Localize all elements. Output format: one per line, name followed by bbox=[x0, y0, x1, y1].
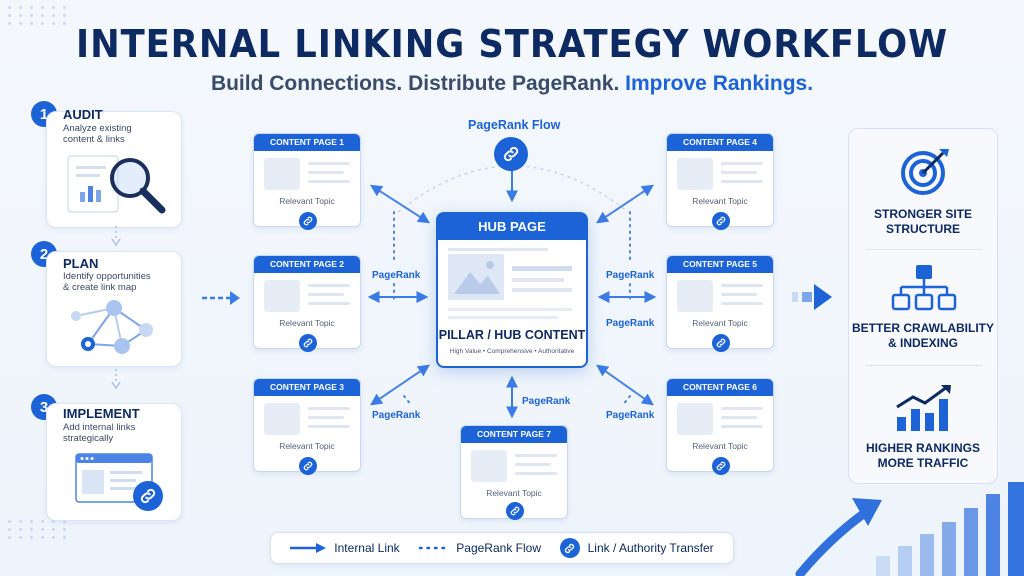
page-title: INTERNAL LINKING STRATEGY WORKFLOW bbox=[75, 22, 949, 66]
content-page-1[interactable]: CONTENT PAGE 1 Relevant Topic bbox=[253, 133, 361, 230]
step-3-desc-1: Add internal links bbox=[63, 422, 136, 433]
benefit-2-line2: & INDEXING bbox=[887, 336, 958, 350]
benefit-3-line2: MORE TRAFFIC bbox=[877, 456, 969, 470]
content-page-7-topic: Relevant Topic bbox=[486, 488, 542, 498]
hub-page-card[interactable]: HUB PAGE PILLAR / HUB CONTENT High Value… bbox=[436, 212, 588, 368]
step-1-desc-2: content & links bbox=[63, 134, 125, 145]
pagerank-label-right-mid: PageRank bbox=[606, 318, 655, 329]
step-1-desc-1: Analyze existing bbox=[63, 123, 132, 134]
link-icon bbox=[559, 538, 580, 558]
arrow-to-hub bbox=[202, 291, 240, 305]
link-icon bbox=[299, 334, 317, 352]
legend-pagerank-flow-label: PageRank Flow bbox=[456, 541, 541, 555]
hub-image-placeholder-icon bbox=[448, 248, 572, 319]
content-page-4-topic: Relevant Topic bbox=[692, 196, 748, 206]
dotted-line-icon bbox=[419, 546, 449, 550]
link-map-icon bbox=[71, 300, 153, 354]
benefits-panel: STRONGER SITE STRUCTURE BETTER CRAWLABIL… bbox=[848, 128, 998, 484]
arrow-to-benefits bbox=[792, 284, 832, 310]
legend-pagerank-flow: PageRank Flow bbox=[418, 541, 541, 555]
content-page-6[interactable]: CONTENT PAGE 6 Relevant Topic bbox=[666, 378, 774, 475]
page-subtitle: Build Connections. Distribute PageRank. … bbox=[0, 72, 1024, 96]
hub-content-desc: High Value • Comprehensive • Authoritati… bbox=[449, 348, 575, 355]
step-connector-2 bbox=[111, 369, 121, 390]
content-page-2-topic: Relevant Topic bbox=[279, 318, 335, 328]
target-icon bbox=[901, 149, 949, 195]
step-1-title: AUDIT bbox=[63, 107, 103, 122]
browser-link-icon bbox=[75, 453, 163, 511]
step-2-title: PLAN bbox=[63, 256, 99, 271]
pagerank-flow-link-icon bbox=[494, 137, 528, 171]
link-icon bbox=[299, 212, 317, 230]
link-icon bbox=[712, 212, 730, 230]
content-page-5[interactable]: CONTENT PAGE 5 Relevant Topic bbox=[666, 255, 774, 352]
content-page-1-title: CONTENT PAGE 1 bbox=[254, 134, 360, 151]
content-page-7-title: CONTENT PAGE 7 bbox=[461, 426, 567, 443]
legend-internal-link-label: Internal Link bbox=[334, 541, 400, 555]
step-3-desc-2: strategically bbox=[63, 433, 114, 444]
link-icon bbox=[299, 457, 317, 475]
decorative-dots-top-left bbox=[8, 6, 69, 25]
decorative-dots-bottom-left bbox=[8, 520, 69, 539]
pagerank-label-left-mid: PageRank bbox=[372, 270, 421, 281]
benefit-1-line1: STRONGER SITE bbox=[873, 207, 972, 221]
content-page-1-topic: Relevant Topic bbox=[279, 196, 335, 206]
content-page-6-title: CONTENT PAGE 6 bbox=[667, 379, 773, 396]
content-page-5-topic: Relevant Topic bbox=[692, 318, 748, 328]
content-page-6-topic: Relevant Topic bbox=[692, 441, 748, 451]
benefit-3-line1: HIGHER RANKINGS bbox=[865, 441, 980, 455]
image-placeholder-icon bbox=[264, 403, 300, 435]
pagerank-label-hub-bottom: PageRank bbox=[522, 396, 571, 407]
image-placeholder-icon bbox=[677, 280, 713, 312]
step-2-desc-1: Identify opportunities bbox=[63, 271, 151, 282]
benefit-2-line1: BETTER CRAWLABILITY bbox=[852, 321, 994, 335]
step-connector-1 bbox=[111, 226, 121, 247]
hub-content-title: PILLAR / HUB CONTENT bbox=[438, 328, 586, 342]
pagerank-label-left-bottom: PageRank bbox=[372, 410, 421, 421]
decorative-growth-arrow-icon bbox=[795, 482, 1024, 576]
content-page-2-title: CONTENT PAGE 2 bbox=[254, 256, 360, 273]
legend-link-transfer-label: Link / Authority Transfer bbox=[587, 541, 714, 555]
solid-arrow-icon bbox=[290, 543, 327, 553]
link-icon bbox=[506, 502, 524, 520]
content-page-2[interactable]: CONTENT PAGE 2 Relevant Topic bbox=[253, 255, 361, 352]
link-icon bbox=[712, 457, 730, 475]
image-placeholder-icon bbox=[264, 158, 300, 190]
content-page-3[interactable]: CONTENT PAGE 3 Relevant Topic bbox=[253, 378, 361, 475]
hub-page-header: HUB PAGE bbox=[438, 214, 586, 240]
content-page-7[interactable]: CONTENT PAGE 7 Relevant Topic bbox=[460, 425, 568, 520]
step-3-title: IMPLEMENT bbox=[63, 406, 140, 421]
pagerank-flow-title: PageRank Flow bbox=[468, 118, 561, 132]
link-icon bbox=[712, 334, 730, 352]
legend-link-transfer: Link / Authority Transfer bbox=[559, 538, 714, 558]
magnifier-document-icon bbox=[67, 155, 166, 214]
step-2-desc-2: & create link map bbox=[63, 282, 137, 293]
content-page-4[interactable]: CONTENT PAGE 4 Relevant Topic bbox=[666, 133, 774, 230]
legend-internal-link: Internal Link bbox=[290, 541, 400, 555]
content-page-5-title: CONTENT PAGE 5 bbox=[667, 256, 773, 273]
content-page-3-topic: Relevant Topic bbox=[279, 441, 335, 451]
legend: Internal Link PageRank Flow Link / Autho… bbox=[270, 532, 734, 564]
image-placeholder-icon bbox=[264, 280, 300, 312]
content-page-3-title: CONTENT PAGE 3 bbox=[254, 379, 360, 396]
image-placeholder-icon bbox=[471, 450, 507, 482]
pagerank-label-right-bottom: PageRank bbox=[606, 410, 655, 421]
image-placeholder-icon bbox=[677, 158, 713, 190]
subtitle-plain: Build Connections. Distribute PageRank. bbox=[210, 72, 620, 95]
content-page-4-title: CONTENT PAGE 4 bbox=[667, 134, 773, 151]
pagerank-label-right-top: PageRank bbox=[606, 270, 655, 281]
benefit-1-line2: STRUCTURE bbox=[886, 222, 960, 236]
image-placeholder-icon bbox=[677, 403, 713, 435]
sitemap-icon bbox=[891, 265, 957, 311]
subtitle-accent: Improve Rankings. bbox=[625, 72, 814, 95]
growth-chart-icon bbox=[896, 385, 951, 431]
